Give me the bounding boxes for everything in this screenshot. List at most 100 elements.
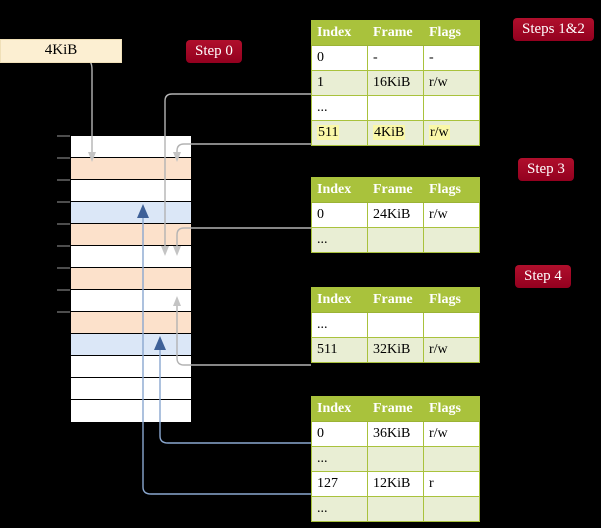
- table-row[interactable]: 511 4KiB r/w: [311, 120, 480, 146]
- cell-flags: r/w: [423, 70, 480, 96]
- memory-tick: [57, 201, 70, 203]
- virtual-page-label: 4KiB: [44, 42, 78, 58]
- memory-frame-row: [71, 180, 191, 202]
- memory-frame-row: [71, 378, 191, 400]
- column-header-flags: Flags: [423, 287, 480, 313]
- memory-frame-row: [71, 334, 191, 356]
- cell-flags: [423, 446, 480, 472]
- column-header-frame: Frame: [367, 177, 424, 203]
- cell-frame: 36KiB: [367, 421, 424, 447]
- memory-tick: [57, 289, 70, 291]
- cell-flags: [423, 312, 480, 338]
- badge-steps-1-2-label: Steps 1&2: [522, 21, 585, 37]
- column-header-index: Index: [311, 177, 368, 203]
- column-header-frame: Frame: [367, 396, 424, 422]
- column-header-index: Index: [311, 287, 368, 313]
- cell-index: 0: [311, 202, 368, 228]
- badge-step-3-label: Step 3: [527, 161, 565, 177]
- cell-index: 511: [311, 120, 368, 146]
- badge-step-0-label: Step 0: [195, 43, 233, 59]
- table-row[interactable]: ...: [311, 496, 480, 522]
- cell-frame: [367, 95, 424, 121]
- cell-index: ...: [311, 446, 368, 472]
- cell-flags: r/w: [423, 421, 480, 447]
- table-row[interactable]: ...: [311, 227, 480, 253]
- cell-frame: [367, 496, 424, 522]
- cell-index: 0: [311, 421, 368, 447]
- memory-frame-row: [71, 400, 191, 422]
- cell-index: ...: [311, 312, 368, 338]
- cell-frame: 24KiB: [367, 202, 424, 228]
- badge-step-4: Step 4: [515, 265, 571, 288]
- column-header-frame: Frame: [367, 287, 424, 313]
- cell-index: 511: [311, 337, 368, 363]
- highlight-mark: r/w: [429, 125, 450, 140]
- cell-index: ...: [311, 227, 368, 253]
- memory-frame-row: [71, 224, 191, 246]
- cell-flags: [423, 95, 480, 121]
- badge-step-3: Step 3: [518, 158, 574, 181]
- memory-frame-row: [71, 290, 191, 312]
- column-header-flags: Flags: [423, 396, 480, 422]
- table-row[interactable]: ...: [311, 95, 480, 121]
- cell-flags: [423, 496, 480, 522]
- memory-tick: [57, 135, 70, 137]
- physical-memory-column: [70, 135, 191, 422]
- memory-frame-row: [71, 136, 191, 158]
- memory-tick: [57, 267, 70, 269]
- column-header-flags: Flags: [423, 177, 480, 203]
- virtual-page-box: 4KiB: [0, 39, 122, 63]
- cell-frame: [367, 446, 424, 472]
- cell-index: 127: [311, 471, 368, 497]
- cell-frame: 32KiB: [367, 337, 424, 363]
- cell-index: 1: [311, 70, 368, 96]
- cell-flags: r: [423, 471, 480, 497]
- memory-tick: [57, 157, 70, 159]
- cell-index: ...: [311, 496, 368, 522]
- memory-frame-row: [71, 312, 191, 334]
- memory-tick: [57, 245, 70, 247]
- highlight-mark: 4KiB: [373, 125, 406, 140]
- column-header-index: Index: [311, 20, 368, 46]
- column-header-index: Index: [311, 396, 368, 422]
- cell-flags: -: [423, 45, 480, 71]
- cell-index: 0: [311, 45, 368, 71]
- cell-frame: 12KiB: [367, 471, 424, 497]
- cell-flags: [423, 227, 480, 253]
- cell-flags: r/w: [423, 337, 480, 363]
- table-row[interactable]: ...: [311, 446, 480, 472]
- badge-step-0: Step 0: [186, 40, 242, 63]
- memory-tick: [57, 311, 70, 313]
- cell-frame: 16KiB: [367, 70, 424, 96]
- cell-frame: [367, 312, 424, 338]
- cell-frame: -: [367, 45, 424, 71]
- table-row[interactable]: ...: [311, 312, 480, 338]
- badge-step-4-label: Step 4: [524, 268, 562, 284]
- column-header-frame: Frame: [367, 20, 424, 46]
- memory-tick: [57, 179, 70, 181]
- memory-frame-row: [71, 356, 191, 378]
- memory-frame-row: [71, 202, 191, 224]
- cell-frame: 4KiB: [367, 120, 424, 146]
- column-header-flags: Flags: [423, 20, 480, 46]
- highlight-mark: 511: [317, 125, 340, 140]
- cell-flags: r/w: [423, 120, 480, 146]
- table-row[interactable]: 0--: [311, 45, 480, 71]
- cell-index: ...: [311, 95, 368, 121]
- memory-frame-row: [71, 158, 191, 180]
- badge-steps-1-2: Steps 1&2: [513, 18, 594, 41]
- memory-tick: [57, 223, 70, 225]
- memory-frame-row: [71, 246, 191, 268]
- cell-frame: [367, 227, 424, 253]
- cell-flags: r/w: [423, 202, 480, 228]
